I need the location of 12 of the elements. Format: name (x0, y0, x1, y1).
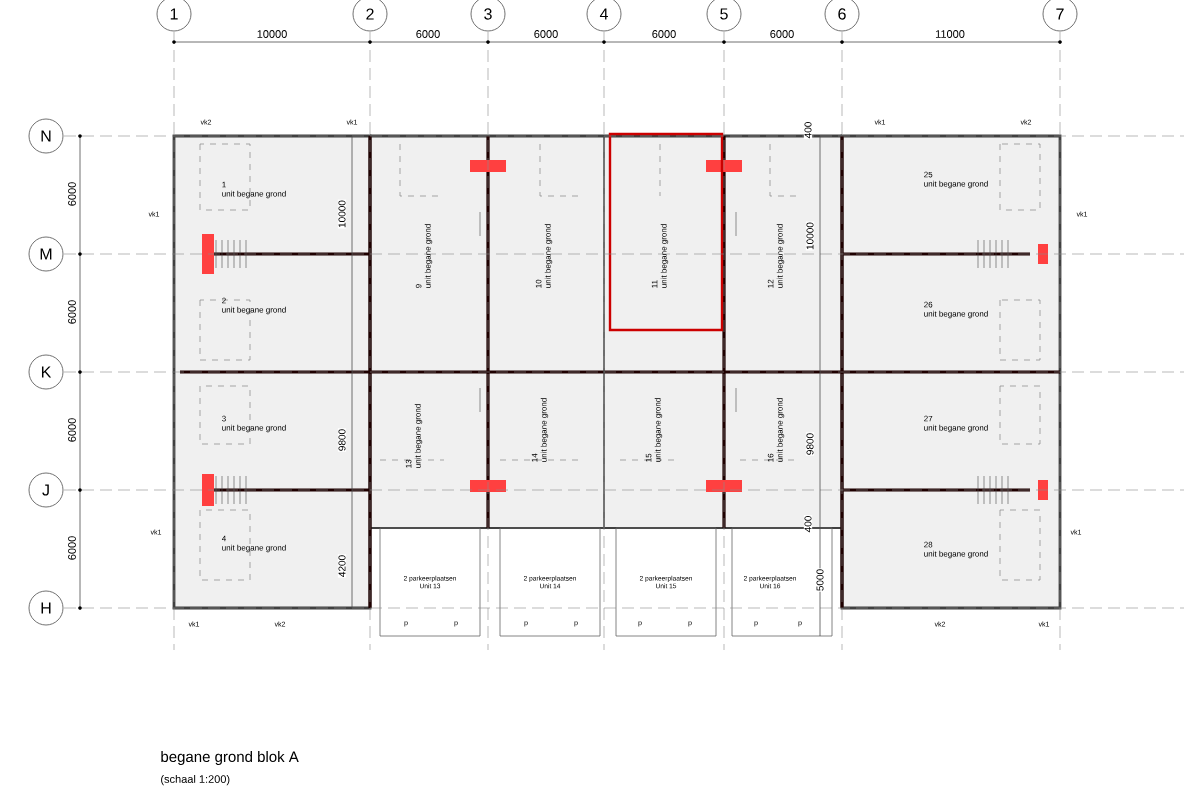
grid-bubble: 4 (586, 0, 622, 32)
grid-bubble: K (28, 354, 64, 390)
grid-bubble: 6 (824, 0, 860, 32)
grid-bubble: J (28, 472, 64, 508)
grid-bubble: 2 (352, 0, 388, 32)
grid-bubble: N (28, 118, 64, 154)
grid-bubble: 5 (706, 0, 742, 32)
grid-bubble: 3 (470, 0, 506, 32)
grid-bubble: M (28, 236, 64, 272)
grid-bubble: H (28, 590, 64, 626)
grid-bubble: 7 (1042, 0, 1078, 32)
grid-bubble: 1 (156, 0, 192, 32)
